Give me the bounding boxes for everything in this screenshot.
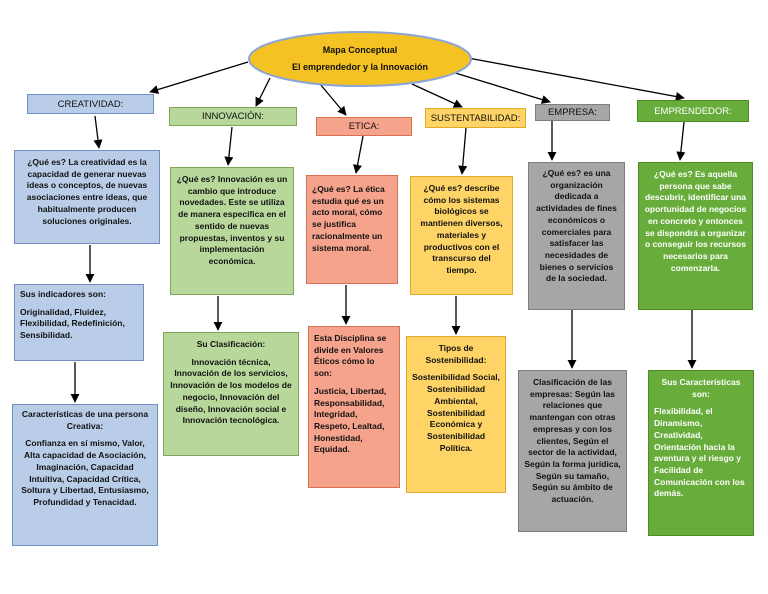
emprendedor-caracteristicas-list: Flexibilidad, el Dinamismo, Creatividad,… [654,406,745,499]
empresa-clasificacion: Clasificación de las empresas: Según las… [518,370,627,532]
clasificacion-title: Su Clasificación: [196,339,266,349]
caracteristicas-list: Confianza en sí mismo, Valor, Alta capac… [21,438,149,508]
creatividad-indicadores: Sus indicadores son: Originalidad, Fluid… [14,284,144,361]
tipos-list: Sostenibilidad Social, Sostenibilidad Am… [412,372,500,453]
emprendedor-caracteristicas: Sus Características son: Flexibilidad, e… [648,370,754,536]
etica-definition: ¿Qué es? La ética estudia qué es un acto… [306,175,398,284]
valores-list: Justicia, Libertad, Responsabilidad, Int… [314,385,387,455]
emprendedor-header: EMPRENDEDOR: [637,100,749,122]
sustentabilidad-header: SUSTENTABILIDAD: [425,108,526,128]
map-title-line2: El emprendedor y la Innovación [291,62,429,72]
clasificacion-list: Innovación técnica, Innovación de los se… [170,356,292,426]
map-title-line1: Mapa Conceptual [322,44,398,55]
creatividad-caracteristicas: Características de una persona Creativa:… [12,404,158,546]
indicadores-list: Originalidad, Fluidez, Flexibilidad, Red… [20,306,125,341]
etica-valores: Esta Disciplina se divide en Valores Éti… [308,326,400,488]
creatividad-definition: ¿Qué es? La creatividad es la capacidad … [14,150,160,244]
map-title: Mapa Conceptual El emprendedor y la Inno… [250,34,470,84]
empresa-definition: ¿Qué es? es una organización dedicada a … [528,162,625,310]
valores-title: Esta Disciplina se divide en Valores Éti… [314,333,387,379]
emprendedor-caracteristicas-title: Sus Características son: [661,377,741,399]
etica-header: ETICA: [316,117,412,136]
sustentabilidad-tipos: Tipos de Sostenibilidad: Sostenibilidad … [406,336,506,493]
creatividad-header: CREATIVIDAD: [27,94,154,114]
empresa-header: EMPRESA: [535,104,610,121]
indicadores-title: Sus indicadores son: [20,289,106,299]
innovacion-definition: ¿Qué es? Innovación es un cambio que int… [170,167,294,295]
innovacion-clasificacion: Su Clasificación: Innovación técnica, In… [163,332,299,456]
emprendedor-definition: ¿Qué es? Es aquella persona que sabe des… [638,162,753,310]
sustentabilidad-definition: ¿Qué es? describe cómo los sistemas biol… [410,176,513,295]
innovacion-header: INNOVACIÓN: [169,107,297,126]
caracteristicas-title: Características de una persona Creativa: [21,409,149,431]
title-ellipse [248,31,472,87]
tipos-title: Tipos de Sostenibilidad: [425,343,487,365]
